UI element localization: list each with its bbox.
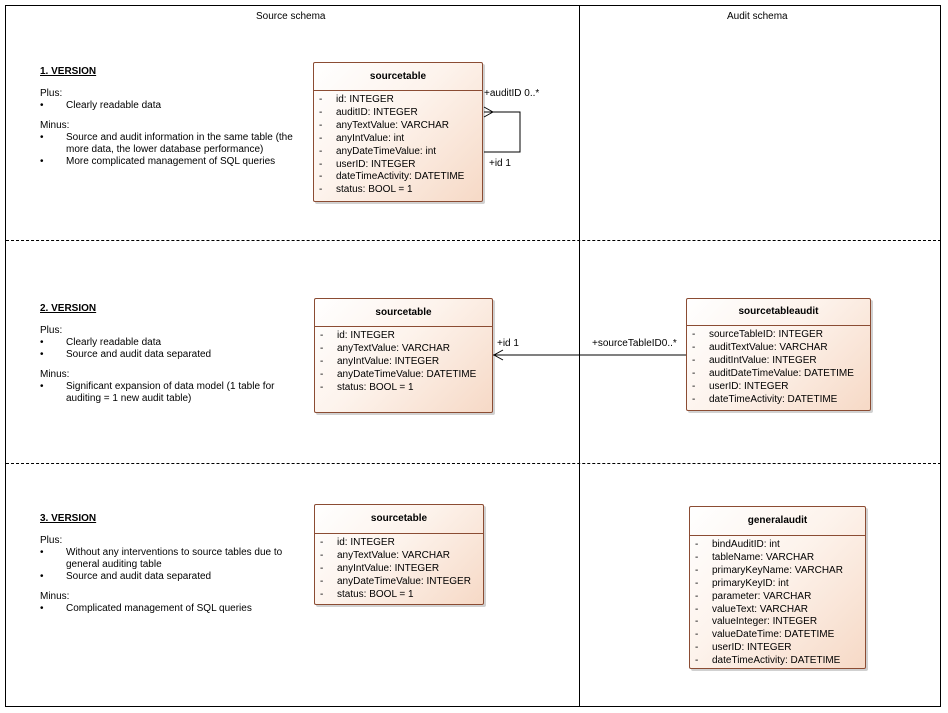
plus-item: Without any interventions to source tabl… bbox=[40, 547, 290, 571]
source-schema-title: Source schema bbox=[256, 11, 326, 22]
attribute: dateTimeActivity: DATETIME bbox=[690, 655, 865, 668]
association-role-sourcetableid: +sourceTableID0..* bbox=[592, 338, 677, 349]
diagram-frame bbox=[5, 5, 941, 707]
minus-list: Source and audit information in the same… bbox=[40, 132, 300, 168]
version-divider-2 bbox=[6, 463, 941, 464]
plus-item: Source and audit data separated bbox=[40, 349, 290, 361]
audit-schema-title: Audit schema bbox=[727, 11, 788, 22]
attribute: anyDateTimeValue: int bbox=[314, 146, 482, 159]
self-association-line bbox=[484, 111, 521, 153]
version-title: 3. VERSION bbox=[40, 513, 97, 524]
minus-item: More complicated management of SQL queri… bbox=[40, 156, 300, 168]
attribute: anyTextValue: VARCHAR bbox=[315, 550, 483, 563]
plus-list: Clearly readable data bbox=[40, 100, 300, 112]
attribute: valueText: VARCHAR bbox=[690, 604, 865, 617]
attribute: bindAuditID: int bbox=[690, 539, 865, 552]
plus-list: Without any interventions to source tabl… bbox=[40, 547, 290, 583]
plus-label: Plus: bbox=[40, 325, 63, 336]
attribute: valueInteger: INTEGER bbox=[690, 616, 865, 629]
version-1-notes: 1. VERSION Plus: Clearly readable data M… bbox=[40, 66, 300, 168]
v3-sourcetable-class[interactable]: sourcetable id: INTEGER anyTextValue: VA… bbox=[314, 504, 484, 605]
schema-divider bbox=[579, 5, 580, 707]
class-name: sourcetableaudit bbox=[687, 299, 870, 326]
attribute: primaryKeyName: VARCHAR bbox=[690, 565, 865, 578]
attribute: status: BOOL = 1 bbox=[314, 184, 482, 197]
association-role-id: +id 1 bbox=[489, 158, 511, 169]
version-3-notes: 3. VERSION Plus: Without any interventio… bbox=[40, 513, 290, 615]
attribute: dateTimeActivity: DATETIME bbox=[314, 171, 482, 184]
attribute: anyTextValue: VARCHAR bbox=[314, 120, 482, 133]
plus-item: Clearly readable data bbox=[40, 100, 300, 112]
attribute: parameter: VARCHAR bbox=[690, 591, 865, 604]
version-title: 1. VERSION bbox=[40, 66, 97, 77]
class-name: generalaudit bbox=[690, 507, 865, 536]
attribute: auditDateTimeValue: DATETIME bbox=[687, 368, 870, 381]
version-2-notes: 2. VERSION Plus: Clearly readable data S… bbox=[40, 303, 290, 405]
class-attributes: id: INTEGER auditID: INTEGER anyTextValu… bbox=[314, 91, 482, 197]
attribute: anyIntValue: INTEGER bbox=[315, 356, 492, 369]
minus-label: Minus: bbox=[40, 120, 70, 131]
class-name: sourcetable bbox=[315, 505, 483, 534]
attribute: dateTimeActivity: DATETIME bbox=[687, 394, 870, 407]
attribute: id: INTEGER bbox=[315, 537, 483, 550]
attribute: tableName: VARCHAR bbox=[690, 552, 865, 565]
v3-generalaudit-class[interactable]: generalaudit bindAuditID: int tableName:… bbox=[689, 506, 866, 669]
attribute: auditTextValue: VARCHAR bbox=[687, 342, 870, 355]
attribute: primaryKeyID: int bbox=[690, 578, 865, 591]
class-attributes: id: INTEGER anyTextValue: VARCHAR anyInt… bbox=[315, 534, 483, 602]
v2-sourcetableaudit-class[interactable]: sourcetableaudit sourceTableID: INTEGER … bbox=[686, 298, 871, 411]
minus-item: Significant expansion of data model (1 t… bbox=[40, 381, 290, 405]
attribute: userID: INTEGER bbox=[690, 642, 865, 655]
association-role-auditid: +auditID 0..* bbox=[484, 88, 540, 99]
v1-sourcetable-class[interactable]: sourcetable id: INTEGER auditID: INTEGER… bbox=[313, 62, 483, 202]
attribute: anyIntValue: int bbox=[314, 133, 482, 146]
attribute: id: INTEGER bbox=[315, 330, 492, 343]
plus-item: Clearly readable data bbox=[40, 337, 290, 349]
minus-label: Minus: bbox=[40, 369, 70, 380]
class-attributes: id: INTEGER anyTextValue: VARCHAR anyInt… bbox=[315, 327, 492, 395]
class-attributes: bindAuditID: int tableName: VARCHAR prim… bbox=[690, 536, 865, 668]
minus-item: Complicated management of SQL queries bbox=[40, 603, 290, 615]
attribute: anyIntValue: INTEGER bbox=[315, 563, 483, 576]
self-association-arrowhead bbox=[483, 106, 494, 118]
attribute: anyDateTimeValue: DATETIME bbox=[315, 369, 492, 382]
attribute: userID: INTEGER bbox=[687, 381, 870, 394]
attribute: sourceTableID: INTEGER bbox=[687, 329, 870, 342]
version-divider-1 bbox=[6, 240, 941, 241]
attribute: auditID: INTEGER bbox=[314, 107, 482, 120]
association-role-id: +id 1 bbox=[497, 338, 519, 349]
minus-list: Complicated management of SQL queries bbox=[40, 603, 290, 615]
minus-label: Minus: bbox=[40, 591, 70, 602]
v2-sourcetable-class[interactable]: sourcetable id: INTEGER anyTextValue: VA… bbox=[314, 298, 493, 413]
minus-item: Source and audit information in the same… bbox=[40, 132, 300, 156]
attribute: anyTextValue: VARCHAR bbox=[315, 343, 492, 356]
class-name: sourcetable bbox=[314, 63, 482, 91]
minus-list: Significant expansion of data model (1 t… bbox=[40, 381, 290, 405]
class-attributes: sourceTableID: INTEGER auditTextValue: V… bbox=[687, 326, 870, 406]
attribute: status: BOOL = 1 bbox=[315, 382, 492, 395]
attribute: userID: INTEGER bbox=[314, 159, 482, 172]
version-title: 2. VERSION bbox=[40, 303, 97, 314]
attribute: anyDateTimeValue: INTEGER bbox=[315, 576, 483, 589]
attribute: id: INTEGER bbox=[314, 94, 482, 107]
class-name: sourcetable bbox=[315, 299, 492, 327]
association-arrowhead bbox=[492, 349, 504, 361]
attribute: status: BOOL = 1 bbox=[315, 589, 483, 602]
plus-list: Clearly readable data Source and audit d… bbox=[40, 337, 290, 361]
plus-item: Source and audit data separated bbox=[40, 571, 290, 583]
attribute: auditIntValue: INTEGER bbox=[687, 355, 870, 368]
plus-label: Plus: bbox=[40, 535, 63, 546]
plus-label: Plus: bbox=[40, 88, 63, 99]
attribute: valueDateTime: DATETIME bbox=[690, 629, 865, 642]
